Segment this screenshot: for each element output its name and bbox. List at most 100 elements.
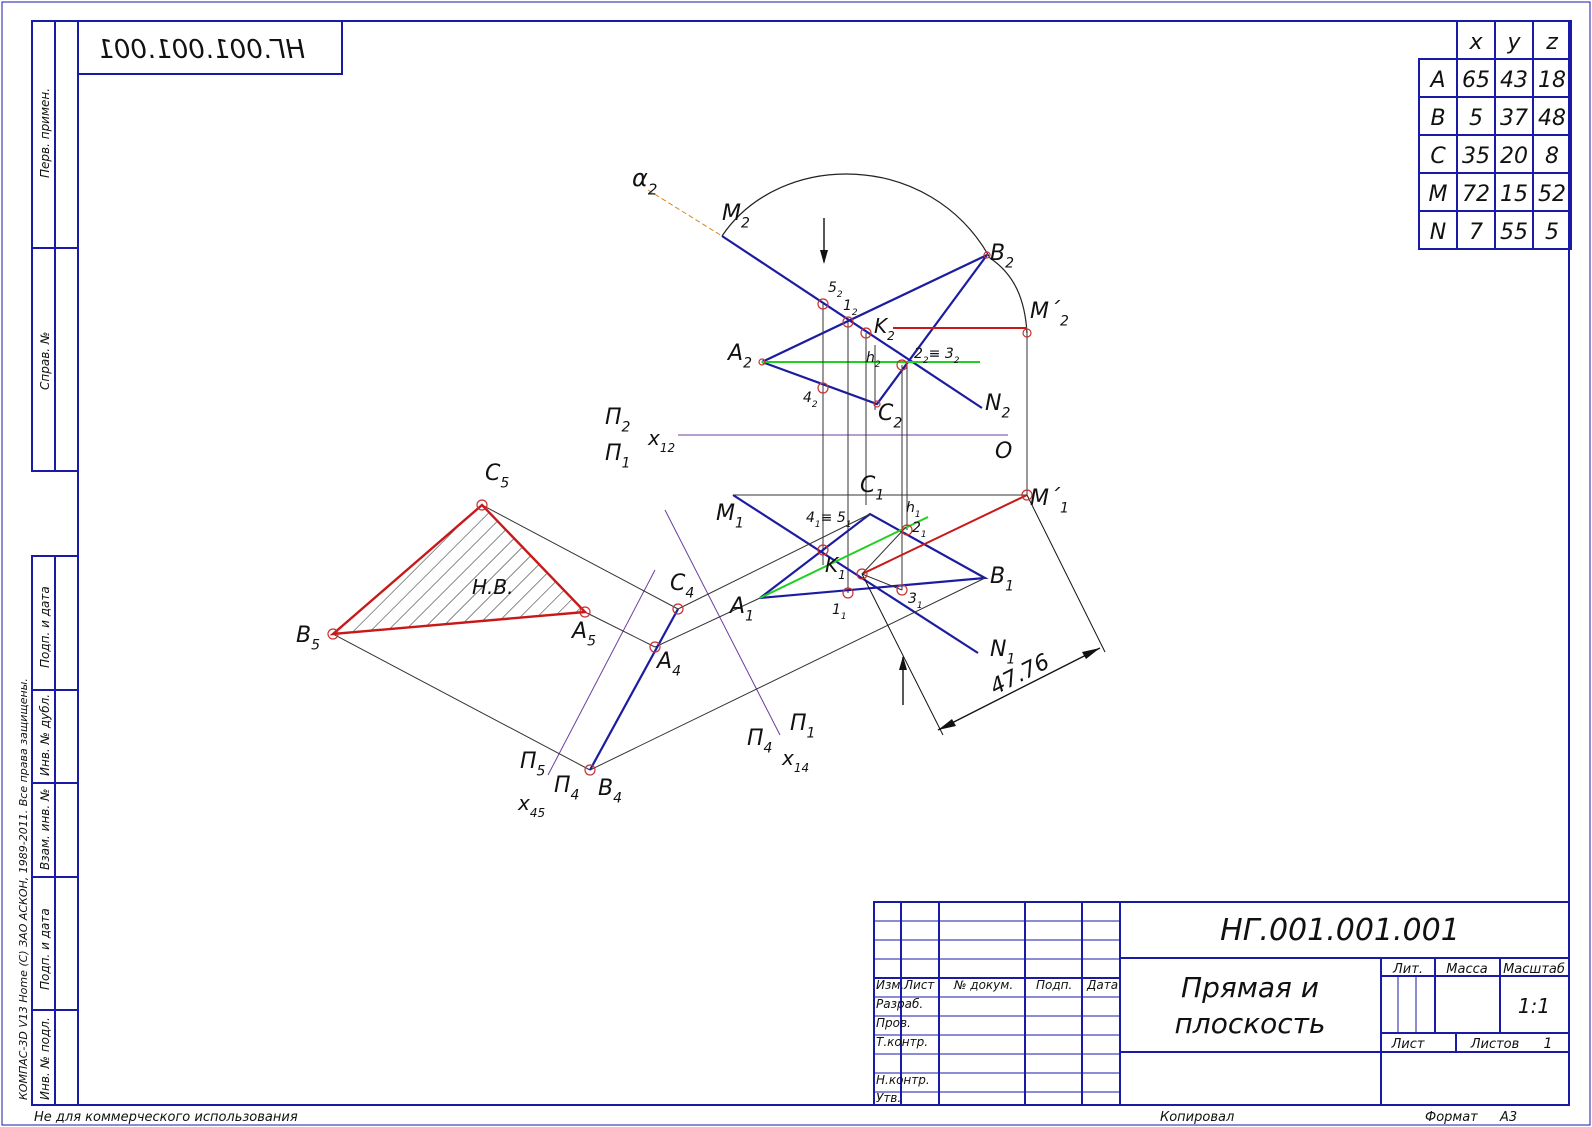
coords-header: z [1545,30,1558,55]
label-h2: h2 [866,350,881,370]
dim-arrow-2 [1082,648,1100,659]
coords-header: y [1506,30,1521,55]
label-Pi1b: П1 [790,711,815,742]
label-K1: K1 [825,553,846,582]
label-h1: h1 [906,500,921,520]
label-x12: x12 [647,426,675,455]
stamp-sheets-count: 1 [1544,1036,1553,1052]
triangle-A1B1C1 [759,512,989,600]
label-B2: B2 [990,241,1014,272]
coords-value: 5 [1469,106,1483,131]
label-p3_1: 31 [908,591,923,611]
stamp-scale-value: 1:1 [1518,994,1550,1018]
stamp-list: Лист [903,978,935,992]
side-label-podp2: Подп. и дата [38,908,52,990]
side-label-perv: Перв. примен. [38,88,52,178]
label-p4_2: 42 [803,390,818,410]
axis-x14 [664,509,781,736]
stamp-razrab: Разраб. [876,997,923,1011]
stamp-title-line2: плоскость [1175,1007,1326,1040]
coords-value: 7 [1469,220,1483,245]
coords-value: 48 [1538,106,1566,131]
stamp-doc: № докум. [953,978,1013,992]
construct-2 [861,573,903,591]
label-Mp1: M´1 [1030,486,1069,517]
stamp-tkontr: Т.контр. [876,1035,928,1049]
alpha2-trace [647,189,723,237]
construct-1 [861,526,907,575]
dim-ext-2 [1026,494,1106,653]
label-p1_1: 11 [832,602,847,622]
coords-value: 52 [1538,182,1566,207]
label-Pi4: П4 [554,773,579,804]
label-Pi2: П2 [605,405,631,436]
side-label-inv: Инв. № подл. [38,1017,52,1100]
stamp-utv: Утв. [876,1091,901,1105]
stamp-izm: Изм. [876,978,904,992]
label-Pi1: П1 [605,441,630,472]
format-label: Формат [1425,1110,1478,1125]
coords-value: N [1430,220,1446,245]
projection-pi1 [732,494,1106,736]
label-true-size: Н.В. [472,575,513,599]
coords-value: 8 [1545,144,1559,169]
label-N1: N1 [990,637,1015,668]
coords-value: 18 [1538,68,1566,93]
triangle-A2B2C2 [761,254,988,406]
coords-value: 15 [1500,182,1528,207]
title-block-text: НГ.001.001.001 Прямая и плоскость Лит. М… [876,913,1565,1105]
coords-value: 20 [1500,144,1528,169]
line-M2N2 [721,235,983,409]
projection-links [822,304,1028,593]
label-M1: M1 [716,501,744,532]
format-value: А3 [1499,1110,1517,1125]
label-C4: C4 [670,571,694,602]
side-label-dubl: Инв. № дубл. [38,694,52,776]
label-B4: B4 [598,776,622,807]
label-N2: N2 [985,391,1010,422]
link-C4C5 [481,504,679,610]
M1-prime-line [861,494,1028,575]
auxiliary-views [332,504,986,776]
projection-pi2 [647,173,1028,409]
label-B1: B1 [990,564,1014,595]
label-M2: M2 [722,201,750,232]
coords-value: 55 [1500,220,1528,245]
line-A4B4 [589,608,679,771]
label-K2: K2 [874,314,895,343]
label-Pi5: П5 [520,749,546,780]
label-O: O [995,439,1012,464]
stamp-nkontr: Н.контр. [876,1073,930,1087]
label-alpha2: α2 [632,164,657,198]
copyright-text: КОМПАС-3D V13 Home (С) ЗАО АСКОН, 1989-2… [17,678,30,1100]
side-label-vzam: Взам. инв. № [38,789,52,870]
label-C1: C1 [860,473,884,504]
coords-value: C [1430,144,1446,169]
stamp-designation: НГ.001.001.001 [1220,913,1460,948]
coords-cell [1532,210,1572,250]
link-B1B4 [589,577,986,771]
dim-ext-1 [861,573,944,736]
link-A4A5 [584,611,656,648]
rotation-arc [721,173,1028,334]
coords-value: M [1429,182,1448,207]
arrow-bottom-head [899,656,907,670]
label-x14: x14 [781,746,809,775]
label-A1: A1 [728,594,754,625]
label-p23_2: 22≡ 32 [914,346,960,366]
label-x45: x45 [517,791,545,820]
true-size-triangle [329,503,588,636]
designation-mirrored: НГ.001.001.001 [97,35,305,65]
noncommercial-note: Не для коммерческого использования [34,1110,298,1125]
link-B4B5 [332,633,591,771]
stamp-title-line1: Прямая и [1181,971,1319,1004]
label-p45_1: 41≡ 51 [806,510,851,530]
coords-value: 65 [1462,68,1490,93]
axis-x45 [547,569,656,776]
title-block [873,901,1570,1106]
label-A4: A4 [655,649,681,680]
coords-value: 5 [1545,220,1559,245]
